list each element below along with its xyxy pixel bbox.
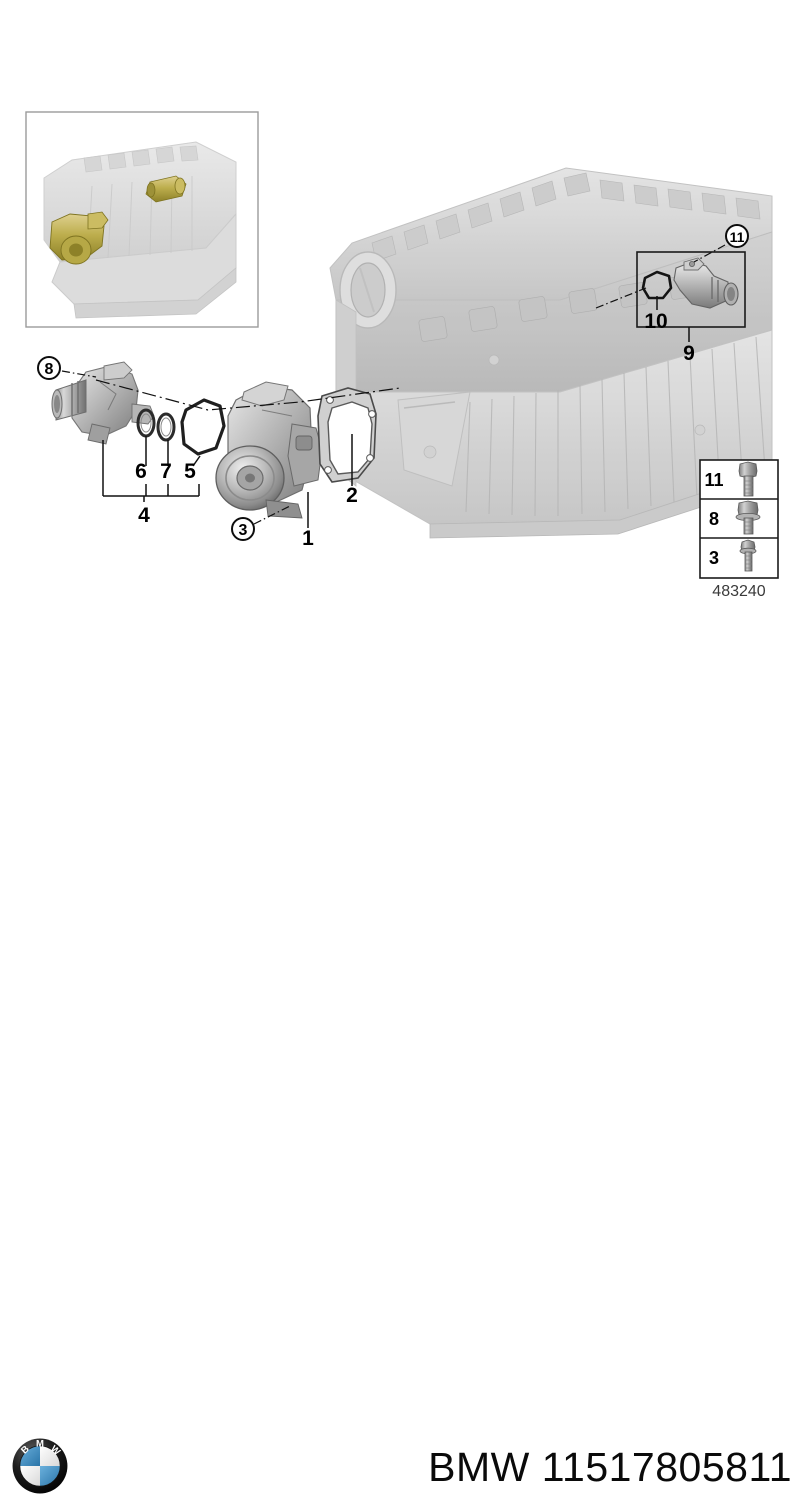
seal-ring-illustration — [641, 270, 673, 300]
thermostat-housing-illustration — [51, 361, 155, 445]
callout-label-4: 4 — [138, 504, 150, 527]
callout-circle-11 — [725, 224, 749, 248]
pump-gasket-illustration — [317, 387, 377, 483]
callout-label-10: 10 — [644, 310, 667, 333]
engine-overview-inset — [25, 111, 259, 328]
callout-circles — [37, 224, 749, 541]
callout-circle-8 — [37, 356, 61, 380]
callout-label-8: 8 — [45, 361, 54, 378]
parts-diagram-canvas: 8 3 11 6 7 5 4 1 2 9 10 11 8 3 — [0, 0, 800, 716]
roundel-letter-m: M — [36, 1438, 44, 1449]
callout-label-1: 1 — [302, 527, 314, 550]
profile-gasket-illustration — [180, 398, 226, 456]
coolant-pipe-illustration — [673, 257, 739, 309]
pump-pulley — [215, 445, 285, 511]
leader-lines — [61, 244, 726, 528]
inset-highlight-coolant-pump — [49, 211, 109, 265]
legend-row-number-3: 3 — [709, 548, 719, 568]
block-front-flange — [339, 251, 397, 329]
callout-label-11: 11 — [730, 229, 745, 245]
bolt-legend-table: 11 8 3 — [699, 459, 779, 600]
engine-block-illustration — [329, 167, 773, 539]
callout-circle-3 — [231, 517, 255, 541]
callout-label-3: 3 — [239, 522, 248, 539]
callout-label-7: 7 — [160, 460, 172, 483]
legend-row-number-11: 11 — [704, 470, 723, 490]
coolant-pipe-detail-box — [636, 251, 746, 328]
inset-highlight-coolant-pipe — [145, 175, 187, 203]
callout-label-2: 2 — [346, 484, 358, 507]
thermostat-neck — [51, 379, 87, 421]
hex-bolt-short-icon — [739, 539, 757, 572]
callout-labels: 8 3 11 6 7 5 4 1 2 9 10 — [45, 229, 745, 550]
callout-label-5: 5 — [184, 460, 196, 483]
brand-footer: B M W BMW 11517805811 — [0, 716, 800, 1494]
bmw-roundel-logo: B M W — [12, 1438, 68, 1494]
diagram-reference-number: 483240 — [712, 583, 765, 600]
legend-row-number-8: 8 — [709, 509, 719, 529]
hex-bolt-long-icon — [738, 461, 758, 497]
callout-label-9: 9 — [683, 342, 695, 365]
callout-label-6: 6 — [135, 460, 147, 483]
brand-part-caption: BMW 11517805811 — [428, 1444, 792, 1490]
hex-flange-bolt-icon — [735, 500, 761, 535]
coolant-pump-illustration — [215, 381, 323, 519]
